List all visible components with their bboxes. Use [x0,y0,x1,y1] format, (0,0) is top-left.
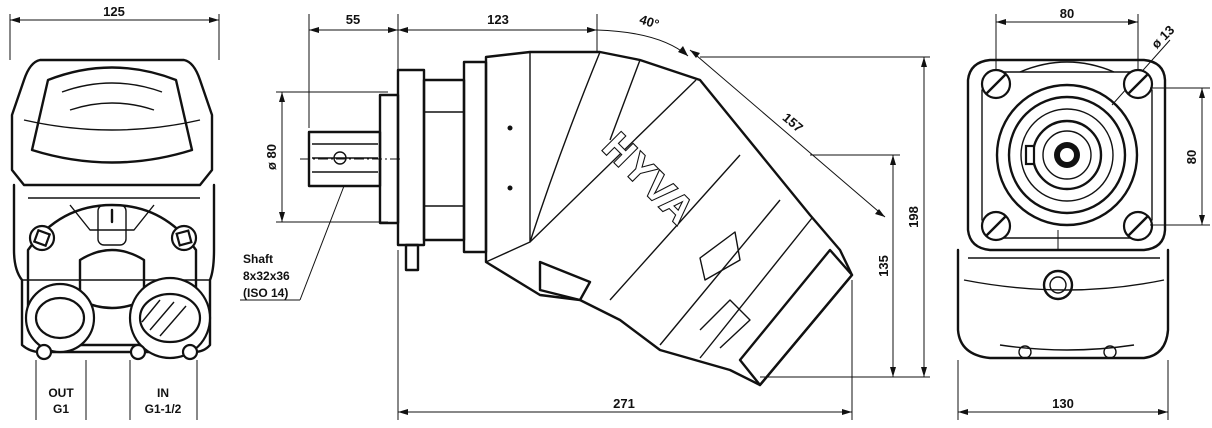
bolt-right [170,224,198,252]
shaft-label: Shaft [243,252,273,266]
dim-bent-angle: 40° [596,12,689,57]
shaft-spec: 8x32x36 [243,269,290,283]
dim-right-height: 80 [1150,87,1210,226]
dim-bent-length: 157 [689,49,886,218]
dim-shaft-length: 55 [308,12,399,128]
dim-label-123: 123 [487,12,509,27]
port-out-label: OUT [48,386,74,400]
bolt-hole-br [1122,210,1154,242]
bolt-hole-tr [1122,68,1154,100]
dim-shaft-diameter: ø 80 [264,91,388,223]
dim-label-dia80: ø 80 [264,144,279,170]
dim-left-width: 125 [9,4,220,60]
port-out-thread: G1 [53,402,69,416]
left-end-view: 125 [9,4,220,420]
dim-label-135: 135 [876,255,891,277]
dim-label-40deg: 40° [638,12,661,32]
port-in-label: IN [157,386,169,400]
shaft-standard: (ISO 14) [243,286,288,300]
dim-label-125: 125 [103,4,125,19]
dim-label-80-top: 80 [1060,6,1074,21]
dim-label-198: 198 [906,206,921,228]
bolt-left [28,224,56,252]
bolt-hole-tl [980,68,1012,100]
dim-flange-bend: 123 [398,12,598,52]
dim-label-55: 55 [346,12,360,27]
port-in-thread: G1-1/2 [145,402,182,416]
dim-label-157: 157 [780,110,806,135]
dim-total-length: 271 [397,250,853,420]
dim-label-130: 130 [1052,396,1074,411]
right-flange-view: 80 ø 13 [956,6,1210,420]
dim-right-width-bottom: 130 [957,360,1169,420]
bolt-hole-bl [980,210,1012,242]
side-view: 55 123 40° ø 80 [240,12,930,420]
shaft-callout: Shaft 8x32x36 (ISO 14) [240,185,345,301]
dim-label-271: 271 [613,396,635,411]
dim-height: 135 198 [700,56,930,378]
dim-label-80-right: 80 [1184,150,1199,164]
dim-label-dia13: ø 13 [1148,22,1177,51]
brand-label: HYVA [594,126,702,234]
